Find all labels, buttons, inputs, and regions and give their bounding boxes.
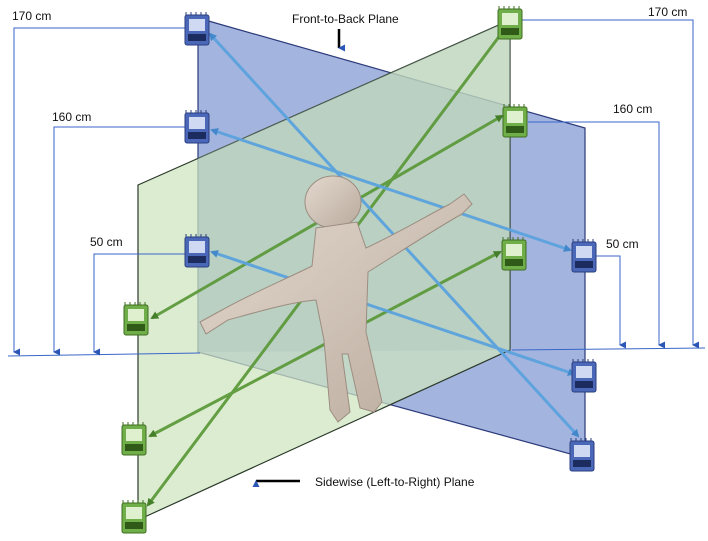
height-label-50-left: 50 cm	[90, 235, 123, 249]
green-sensor-node-icon	[501, 236, 527, 271]
green-sensor-node-icon	[502, 103, 528, 138]
height-label-170-left: 170 cm	[12, 9, 51, 23]
green-sensor-node-icon	[497, 5, 523, 40]
blue-sensor-node-icon	[184, 233, 210, 268]
sidewise-plane-label: Sidewise (Left-to-Right) Plane	[315, 475, 475, 489]
height-label-50-right: 50 cm	[606, 237, 639, 251]
green-sensor-node-icon	[121, 421, 147, 456]
blue-sensor-node-icon	[184, 109, 210, 144]
blue-sensor-node-icon	[571, 238, 597, 273]
front-to-back-plane-label: Front-to-Back Plane	[292, 12, 399, 26]
human-figure-icon	[199, 175, 473, 423]
green-sensor-node-icon	[121, 499, 147, 534]
blue-sensor-node-icon	[184, 11, 210, 46]
height-label-170-right: 170 cm	[648, 5, 687, 19]
blue-sensor-node-icon	[571, 358, 597, 393]
green-sensor-node-icon	[123, 301, 149, 336]
height-label-160-right: 160 cm	[613, 102, 652, 116]
height-label-160-left: 160 cm	[52, 110, 91, 124]
blue-sensor-node-icon	[569, 437, 595, 472]
